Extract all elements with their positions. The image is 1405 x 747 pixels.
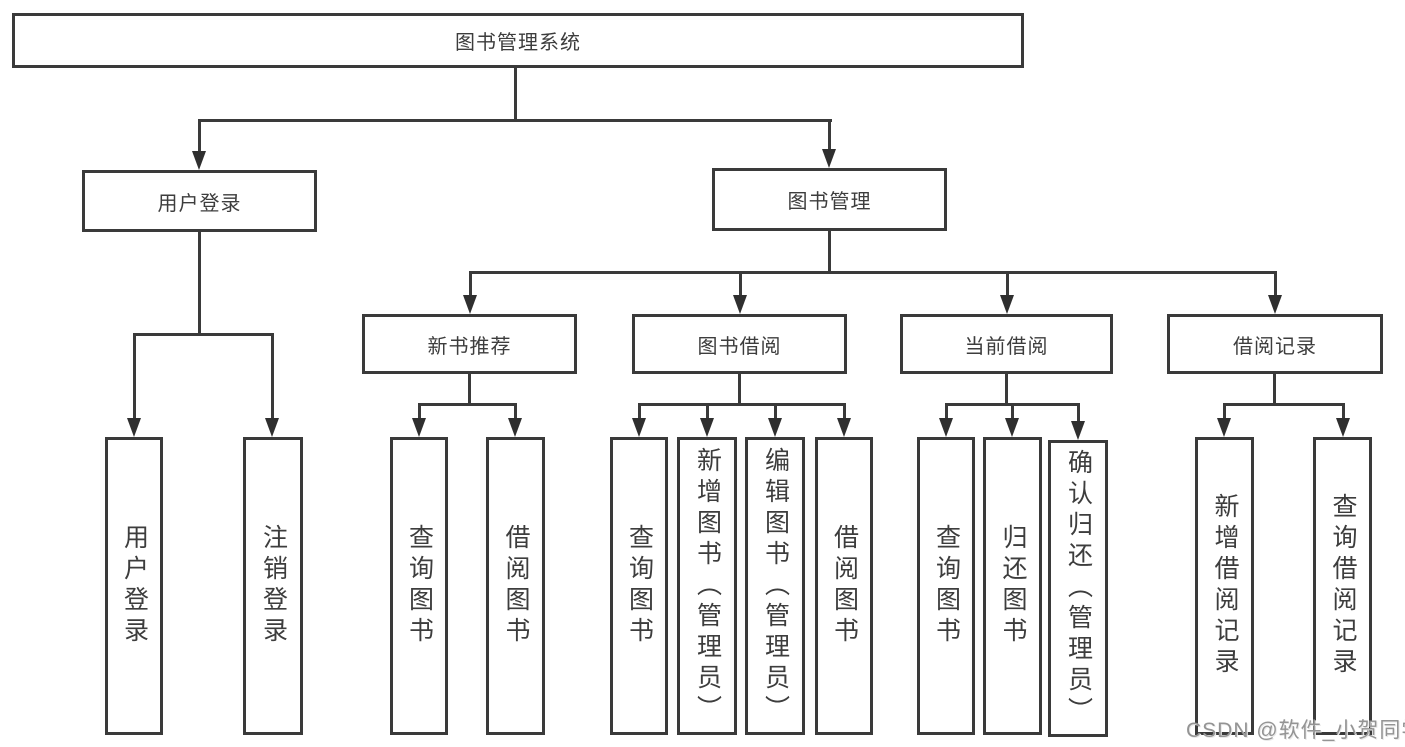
- node-current-borrowing-label: 当前借阅: [964, 335, 1049, 358]
- connector-drop-leaf-logout: [271, 333, 274, 420]
- arrowhead-leaf-user-login: [127, 418, 141, 437]
- connector-user-login-stem: [198, 232, 201, 335]
- node-borrowing-records-label: 借阅记录: [1233, 335, 1317, 358]
- leaf-current-confirm-return-admin: 确认归还（管理员）: [1048, 440, 1108, 737]
- leaf-recommend-query-books: 查询图书: [390, 437, 448, 735]
- node-book-borrowing-label: 图书借阅: [697, 335, 782, 358]
- node-book-borrowing: 图书借阅: [632, 314, 847, 374]
- connector-drop-book-management: [828, 119, 831, 151]
- connector-drop-borrow-query: [638, 403, 641, 420]
- leaf-records-add-record-label: 新增借阅记录: [1211, 493, 1239, 679]
- connector-root-stem: [514, 68, 517, 120]
- connector-recommend-stem: [468, 374, 471, 406]
- node-current-borrowing: 当前借阅: [900, 314, 1113, 374]
- connector-root-rail: [198, 119, 832, 122]
- node-book-management: 图书管理: [712, 168, 947, 231]
- node-user-login: 用户登录: [82, 170, 317, 232]
- connector-drop-current-query: [945, 403, 948, 420]
- leaf-current-return-books: 归还图书: [983, 437, 1042, 735]
- arrowhead-records-query: [1336, 418, 1350, 437]
- connector-borrowing-stem: [738, 374, 741, 406]
- arrowhead-book-borrowing: [733, 295, 747, 314]
- node-root-label: 图书管理系统: [455, 32, 581, 54]
- leaf-borrow-edit-books-admin-label: 编辑图书（管理员）: [761, 446, 790, 726]
- connector-drop-borrowing-records: [1274, 271, 1277, 297]
- arrowhead-borrow-add: [700, 418, 714, 437]
- leaf-current-query-books-label: 查询图书: [932, 524, 961, 648]
- leaf-current-confirm-return-admin-label: 确认归还（管理员）: [1064, 449, 1093, 728]
- connector-drop-book-borrowing: [739, 271, 742, 297]
- arrowhead-records-add: [1217, 418, 1231, 437]
- arrowhead-borrow-borrow: [837, 418, 851, 437]
- arrowhead-book-management: [822, 149, 836, 168]
- arrowhead-recommend-borrow: [508, 418, 522, 437]
- arrowhead-borrow-edit: [768, 418, 782, 437]
- connector-recommend-rail: [418, 403, 517, 406]
- leaf-records-query-record-label: 查询借阅记录: [1329, 493, 1357, 679]
- connector-drop-current-return: [1011, 403, 1014, 420]
- connector-drop-borrow-borrow: [843, 403, 846, 420]
- node-user-login-label: 用户登录: [157, 192, 242, 215]
- leaf-borrow-add-books-admin-label: 新增图书（管理员）: [693, 446, 722, 726]
- leaf-records-add-record: 新增借阅记录: [1195, 437, 1254, 735]
- arrowhead-current-query: [939, 418, 953, 437]
- arrowhead-current-borrowing: [1000, 295, 1014, 314]
- connector-drop-leaf-user-login: [133, 333, 136, 420]
- node-root: 图书管理系统: [12, 13, 1024, 68]
- connector-drop-new-book-recommendation: [469, 271, 472, 297]
- connector-drop-recommend-borrow: [514, 403, 517, 420]
- connector-drop-borrow-edit: [774, 403, 777, 420]
- leaf-logout: 注销登录: [243, 437, 303, 735]
- connector-drop-recommend-query: [418, 403, 421, 420]
- arrowhead-recommend-query: [412, 418, 426, 437]
- connector-drop-records-query: [1342, 403, 1345, 420]
- connector-book-management-rail: [469, 271, 1277, 274]
- leaf-recommend-borrow-books-label: 借阅图书: [502, 524, 530, 648]
- connector-current-stem: [1005, 374, 1008, 406]
- connector-drop-borrow-add: [706, 403, 709, 420]
- node-borrowing-records: 借阅记录: [1167, 314, 1383, 374]
- arrowhead-current-return: [1005, 418, 1019, 437]
- leaf-user-login: 用户登录: [105, 437, 163, 735]
- connector-book-management-stem: [828, 231, 831, 273]
- connector-drop-current-borrowing: [1006, 271, 1009, 297]
- leaf-recommend-query-books-label: 查询图书: [405, 524, 434, 648]
- leaf-borrow-edit-books-admin: 编辑图书（管理员）: [745, 437, 805, 735]
- leaf-current-return-books-label: 归还图书: [999, 524, 1027, 648]
- connector-drop-user-login: [198, 119, 201, 153]
- node-book-management-label: 图书管理: [787, 191, 872, 213]
- connector-records-stem: [1273, 374, 1276, 406]
- connector-borrowing-rail: [638, 403, 846, 406]
- leaf-current-query-books: 查询图书: [917, 437, 975, 735]
- leaf-records-query-record: 查询借阅记录: [1313, 437, 1372, 735]
- leaf-borrow-query-books-label: 查询图书: [625, 524, 654, 648]
- arrowhead-current-confirm: [1071, 421, 1085, 440]
- leaf-borrow-borrow-books: 借阅图书: [815, 437, 873, 735]
- connector-user-login-rail: [133, 333, 274, 336]
- arrowhead-borrowing-records: [1268, 295, 1282, 314]
- arrowhead-new-book-recommendation: [463, 295, 477, 314]
- connector-records-rail: [1223, 403, 1345, 406]
- leaf-borrow-borrow-books-label: 借阅图书: [830, 524, 859, 648]
- leaf-recommend-borrow-books: 借阅图书: [486, 437, 545, 735]
- arrowhead-borrow-query: [632, 418, 646, 437]
- leaf-logout-label: 注销登录: [259, 524, 288, 648]
- arrowhead-leaf-logout: [265, 418, 279, 437]
- node-new-book-recommendation: 新书推荐: [362, 314, 577, 374]
- arrowhead-user-login: [192, 151, 206, 170]
- leaf-user-login-label: 用户登录: [120, 524, 149, 648]
- csdn-watermark: CSDN @软件_小贺同学: [1186, 719, 1405, 742]
- connector-drop-current-confirm: [1077, 403, 1080, 423]
- connector-drop-records-add: [1223, 403, 1226, 420]
- leaf-borrow-add-books-admin: 新增图书（管理员）: [677, 437, 737, 735]
- node-new-book-recommendation-label: 新书推荐: [427, 335, 512, 358]
- leaf-borrow-query-books: 查询图书: [610, 437, 668, 735]
